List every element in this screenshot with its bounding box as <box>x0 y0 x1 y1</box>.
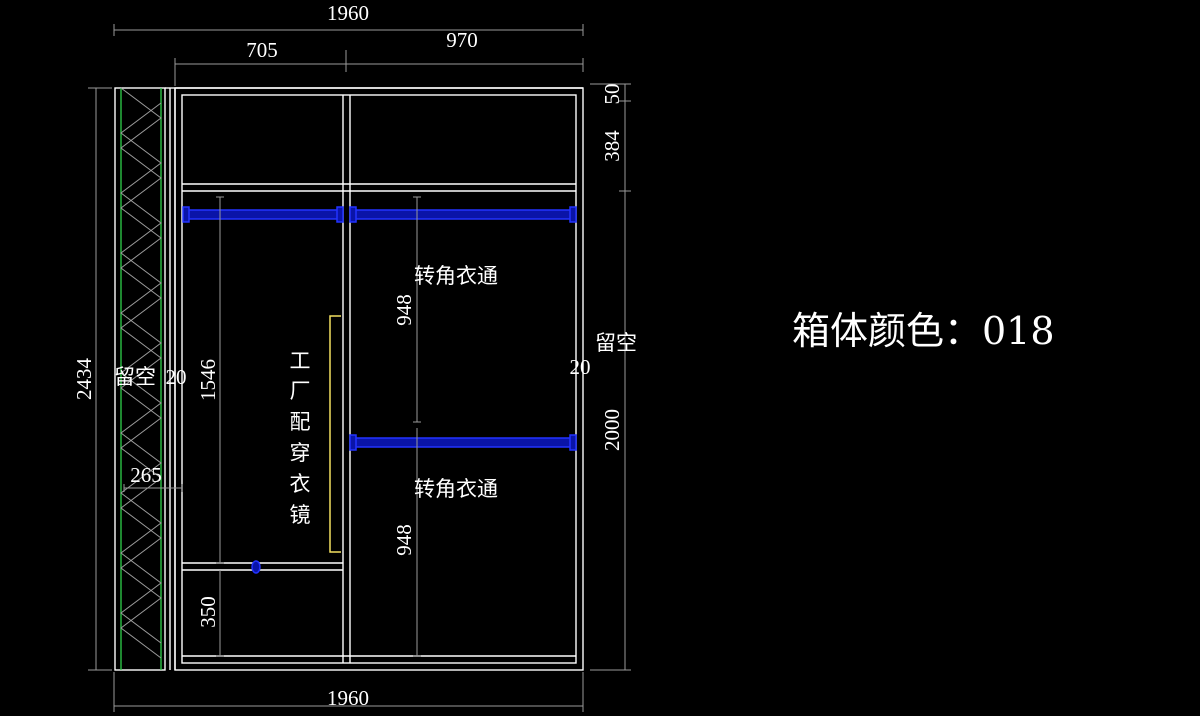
dim-left-bottom: 350 <box>196 596 220 628</box>
dim-right-top: 50 <box>600 84 624 105</box>
mirror-char-2: 厂 <box>290 379 311 403</box>
hatch-zigzag <box>120 87 162 659</box>
dim-bottom-total: 1960 <box>327 686 369 710</box>
dim-right-main: 2000 <box>600 409 624 451</box>
mirror-char-5: 衣 <box>290 472 311 496</box>
hatch-zigzag-offset <box>120 102 162 644</box>
cabinet-color-note: 箱体颜色：018 <box>792 309 1055 353</box>
dim-left-hang-height: 1546 <box>196 359 220 401</box>
dim-top-right: 970 <box>446 28 478 52</box>
dim-right-upper: 384 <box>600 130 624 162</box>
mirror-char-6: 镜 <box>290 503 311 527</box>
dim-right-gap-thickness: 20 <box>570 355 591 379</box>
dim-left-gap-width: 265 <box>130 463 162 487</box>
dim-right-upper-hang: 948 <box>392 294 416 326</box>
mirror-outline <box>329 315 341 553</box>
dim-left-height: 2434 <box>72 358 96 401</box>
mirror-char-3: 配 <box>290 410 311 434</box>
mirror-char-1: 工 <box>290 349 311 373</box>
mirror-char-4: 穿 <box>290 441 311 465</box>
exterior-dimension-lines <box>88 24 631 712</box>
label-right-gap: 留空 <box>595 331 637 355</box>
label-rail-lower: 转角衣通 <box>414 477 498 501</box>
label-left-gap: 留空 <box>114 365 156 389</box>
cabinet-carcass <box>174 87 584 671</box>
dim-top-total: 1960 <box>327 1 369 25</box>
dim-left-gap-thickness: 20 <box>166 365 187 389</box>
blue-handle-marker <box>251 560 261 574</box>
hanging-rail-lower-right <box>349 434 577 451</box>
dim-top-left: 705 <box>246 38 278 62</box>
dim-right-lower-hang: 948 <box>392 524 416 556</box>
hanging-rail-left <box>182 206 344 223</box>
label-rail-upper: 转角衣通 <box>414 264 498 288</box>
label-mirror: 工 厂 配 穿 衣 镜 <box>290 349 311 527</box>
interior-dimension-lines <box>123 196 421 657</box>
hanging-rail-upper-right <box>349 206 577 223</box>
left-wall-hatch <box>114 87 176 671</box>
